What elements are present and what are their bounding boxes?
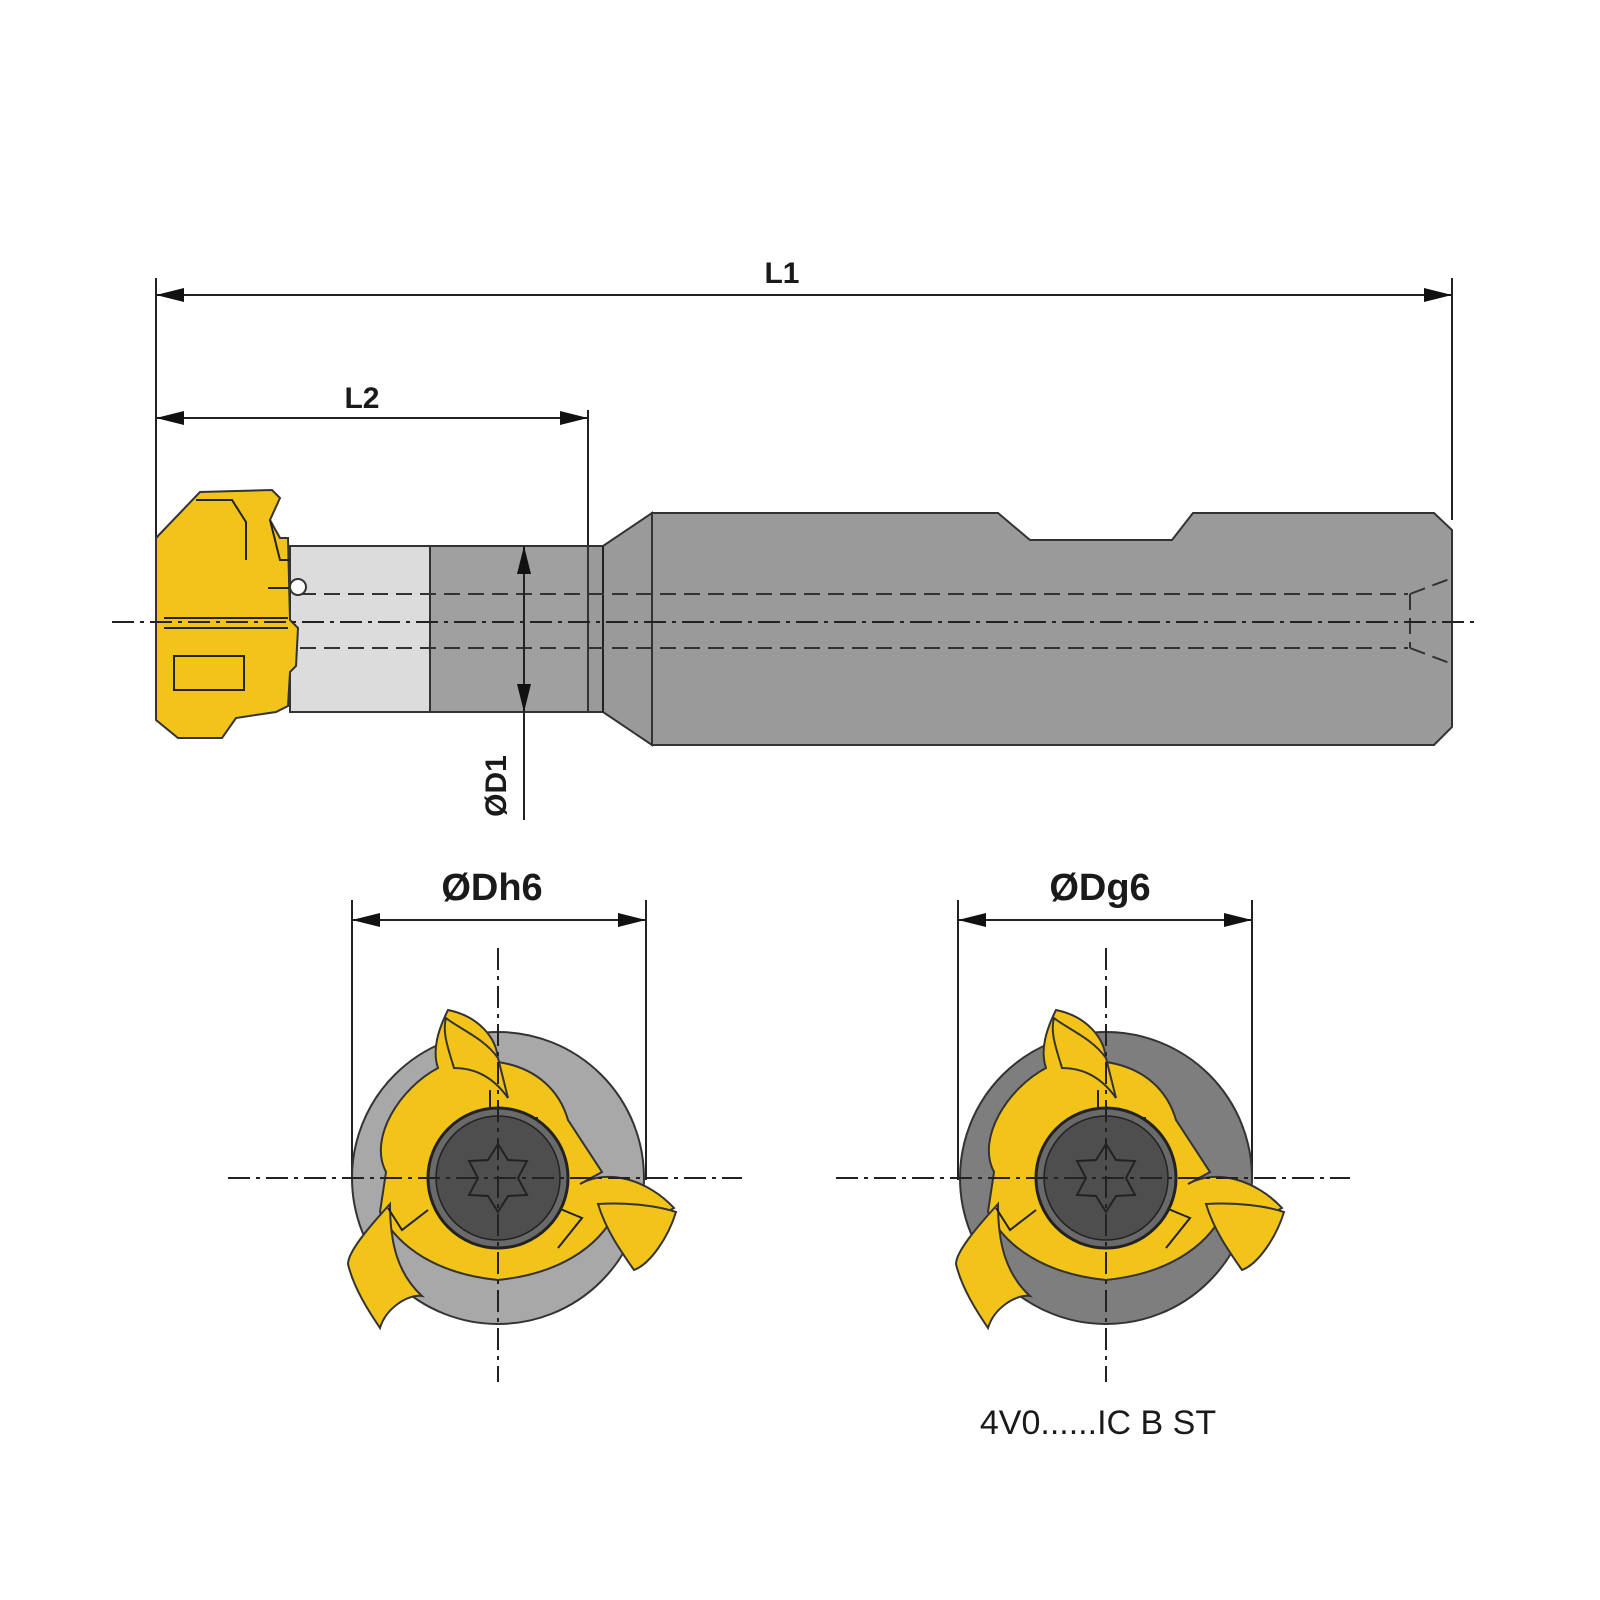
end-view-g6: ØDg6 4V0......IC B ST: [836, 867, 1350, 1442]
insert-flute: [173, 655, 245, 691]
insert-tooth-top: [443, 1016, 509, 1099]
dg6-label: ØDg6: [1049, 867, 1150, 909]
shank-taper: [587, 511, 653, 747]
l2-label: L2: [344, 382, 379, 415]
insert-tooth-right: [596, 1202, 678, 1272]
insert-code-label: 4V0......IC B ST: [980, 1404, 1216, 1442]
l1-label: L1: [764, 257, 799, 290]
insert-head: [155, 488, 300, 739]
insert-edge-lines: [164, 499, 300, 629]
neck-light: [289, 545, 431, 713]
dh6-label: ØDh6: [441, 867, 542, 909]
insert-tooth-bottom: [346, 1201, 426, 1331]
end-view-h6: ØDh6: [228, 867, 742, 1382]
shank-body: [651, 512, 1453, 746]
side-view: L1 L2 ØD1: [112, 257, 1476, 820]
d1-label: ØD1: [480, 755, 513, 817]
screw-hole-icon: [289, 578, 307, 596]
neck-dark: [429, 545, 589, 713]
